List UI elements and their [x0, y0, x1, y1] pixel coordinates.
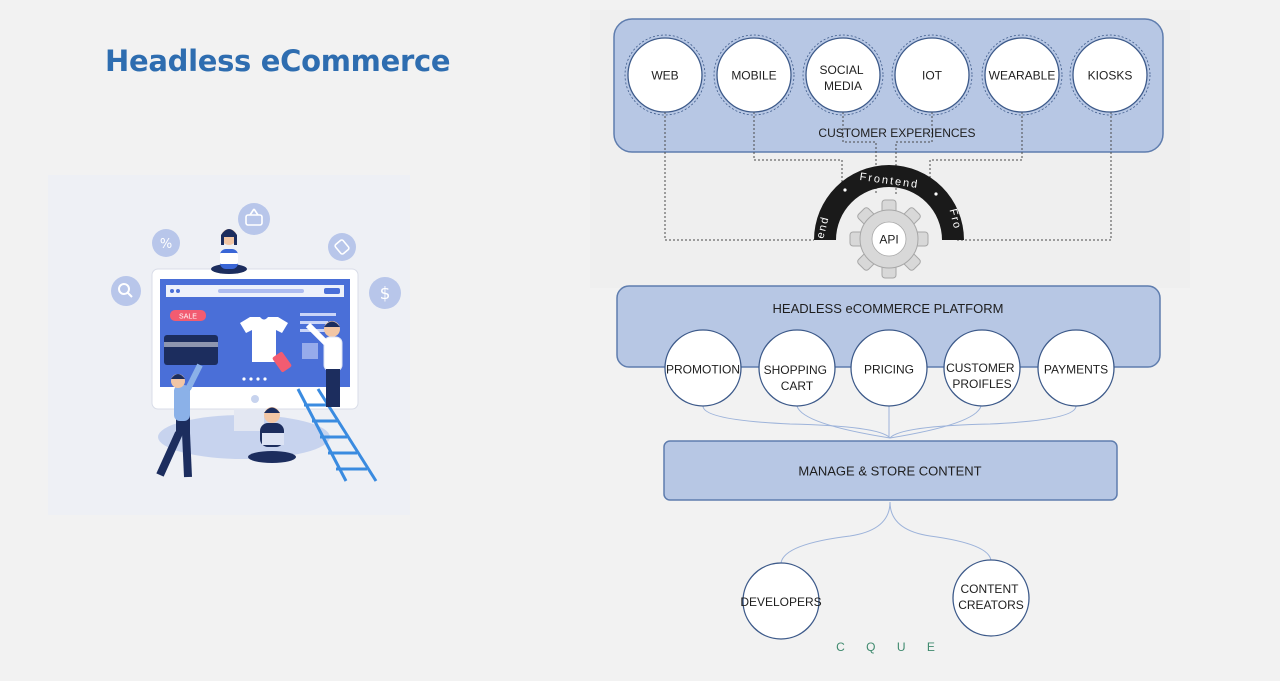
channel-label: KIOSKS	[1088, 69, 1133, 83]
channel-web: WEB	[624, 34, 706, 116]
arc-text-left: end	[815, 215, 832, 240]
page-title: Headless eCommerce	[105, 44, 451, 78]
channel-iot: IOT	[891, 34, 973, 116]
svg-text:PRICING: PRICING	[864, 363, 914, 377]
module-customer-profiles: CUSTOMER PROIFLES	[943, 329, 1021, 407]
module-label-line2: CART	[781, 379, 814, 393]
channel-label: WEARABLE	[989, 69, 1056, 83]
ecommerce-illustration: SALE % $	[48, 175, 410, 515]
svg-text:MOBILE: MOBILE	[731, 69, 776, 83]
content-box	[663, 440, 1118, 501]
customer-experiences-label: CUSTOMER EXPERIENCES	[818, 126, 975, 140]
module-label: SHOPPING	[764, 363, 827, 377]
role-connectors	[780, 501, 992, 564]
role-label: CONTENT	[960, 582, 1019, 596]
module-pricing: PRICING	[850, 329, 928, 407]
svg-text:PAYMENTS: PAYMENTS	[1044, 363, 1108, 377]
percent-icon	[152, 229, 180, 257]
channel-label: IOT	[922, 69, 943, 83]
module-label: PRICING	[864, 363, 914, 377]
role-content-creators: CONTENT CREATORS	[952, 559, 1030, 637]
svg-text:KIOSKS: KIOSKS	[1088, 69, 1133, 83]
svg-text:IOT: IOT	[922, 69, 943, 83]
architecture-diagram: WEB MOBILE SOCIAL MEDIA IOT WEARABLE	[590, 10, 1190, 654]
platform-label: HEADLESS eCOMMERCE PLATFORM	[773, 301, 1004, 316]
dollar-icon	[369, 277, 401, 309]
module-label: PROMOTION	[666, 363, 740, 377]
module-promotion: PROMOTION	[664, 329, 742, 407]
role-label-line2: CREATORS	[958, 598, 1024, 612]
svg-text:CUSTOMER PROIFLES: CUSTOMER PROIFLES	[946, 361, 1018, 391]
tag-icon	[328, 233, 356, 261]
module-label: CUSTOMER	[946, 361, 1015, 375]
role-developers: DEVELOPERS	[740, 562, 822, 640]
svg-text:WEARABLE: WEARABLE	[989, 69, 1056, 83]
role-label: DEVELOPERS	[740, 595, 821, 609]
channel-label: WEB	[651, 69, 678, 83]
svg-text:CONTENT CREATORS: CONTENT CREATORS	[958, 582, 1024, 612]
tshirt-icon	[240, 317, 288, 362]
module-connectors	[702, 405, 1077, 439]
channel-label: SOCIAL	[820, 63, 864, 77]
api-label: API	[879, 233, 898, 247]
content-label: MANAGE & STORE CONTENT	[798, 464, 981, 479]
frontend-arc	[814, 165, 964, 240]
channel-label: MOBILE	[731, 69, 776, 83]
module-label: PAYMENTS	[1044, 363, 1108, 377]
sale-badge-label: SALE	[179, 314, 197, 321]
svg-text:WEB: WEB	[651, 69, 678, 83]
brand-logo: C Q U E	[836, 640, 944, 654]
person-left	[156, 363, 203, 478]
svg-text:$: $	[380, 284, 391, 304]
svg-text:DEVELOPERS: DEVELOPERS	[740, 595, 821, 609]
search-icon	[111, 276, 141, 306]
channel-social-media: SOCIAL MEDIA	[802, 34, 884, 116]
person-sitting	[248, 407, 296, 463]
svg-text:PROMOTION: PROMOTION	[666, 363, 740, 377]
svg-text:SOCIAL MEDIA: SOCIAL MEDIA	[820, 63, 867, 93]
module-shopping-cart: SHOPPING CART	[758, 329, 836, 407]
credit-card-icon	[164, 335, 218, 365]
channel-label-line2: MEDIA	[824, 79, 862, 93]
module-payments: PAYMENTS	[1037, 329, 1115, 407]
channel-wearable: WEARABLE	[981, 34, 1063, 116]
shopping-basket-icon	[238, 203, 270, 235]
sale-badge	[170, 310, 206, 321]
channel-mobile: MOBILE	[713, 34, 795, 116]
person-on-ladder	[305, 321, 343, 407]
channel-kiosks: KIOSKS	[1069, 34, 1151, 116]
person-on-monitor	[211, 229, 247, 274]
api-gear-icon	[849, 199, 929, 279]
svg-text:SHOPPING CART: SHOPPING CART	[764, 363, 831, 393]
arc-text-right: Fro	[947, 208, 964, 231]
svg-text:%: %	[160, 237, 172, 252]
module-label-line2: PROIFLES	[952, 377, 1011, 391]
